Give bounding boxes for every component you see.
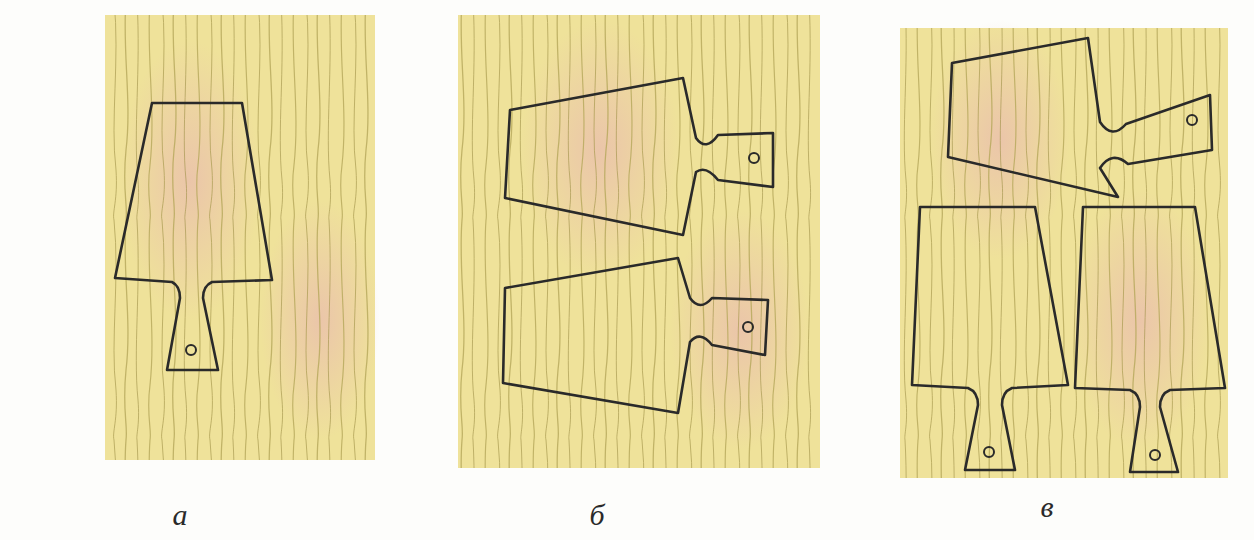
board-a <box>115 103 272 370</box>
board-v-top <box>948 38 1212 197</box>
wood-panel-a <box>105 15 380 460</box>
board-v-left <box>912 207 1068 470</box>
board-b-bottom <box>503 258 768 413</box>
board-b-top <box>505 78 773 235</box>
board-v-right <box>1075 207 1225 472</box>
panel-letter: в <box>1040 492 1053 522</box>
wood-panel-v <box>900 20 1228 478</box>
panel-letter: а <box>173 500 188 530</box>
panel-letter: б <box>589 500 604 530</box>
board-outlines <box>115 38 1225 472</box>
wood-panel-b <box>458 15 820 468</box>
